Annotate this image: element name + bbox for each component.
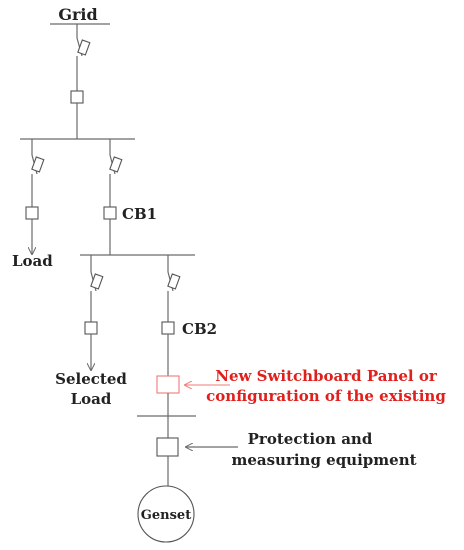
protection-label-line1: Protection and: [248, 430, 373, 448]
cb2-disconnector: [167, 271, 181, 292]
load-disconnector: [31, 154, 45, 175]
new-panel-label-line2: configuration of the existing: [206, 387, 446, 405]
protection-equipment-box: [156, 437, 179, 457]
genset-circle: [137, 485, 195, 543]
cb1-disconnector: [109, 154, 123, 175]
cb2-label: CB2: [182, 320, 217, 338]
cb1-label: CB1: [122, 205, 157, 223]
genset-label: Genset: [141, 508, 191, 523]
protection-label-line2: measuring equipment: [231, 451, 416, 469]
selected-load-label-line1: Selected: [55, 370, 127, 388]
grid-disconnector: [76, 37, 91, 57]
cb2-breaker-box: [161, 321, 175, 335]
load-label: Load: [12, 252, 53, 270]
new-switchboard-panel-box: [156, 375, 180, 394]
new-panel-label-line1: New Switchboard Panel or: [215, 367, 438, 385]
selected-load-breaker-box: [84, 321, 98, 335]
selected-load-label-line2: Load: [71, 390, 112, 408]
grid-breaker-box: [70, 90, 84, 104]
load-breaker-box: [25, 206, 39, 220]
selected-load-disconnector: [90, 271, 104, 292]
cb1-breaker-box: [103, 206, 117, 220]
grid-label: Grid: [58, 5, 97, 24]
